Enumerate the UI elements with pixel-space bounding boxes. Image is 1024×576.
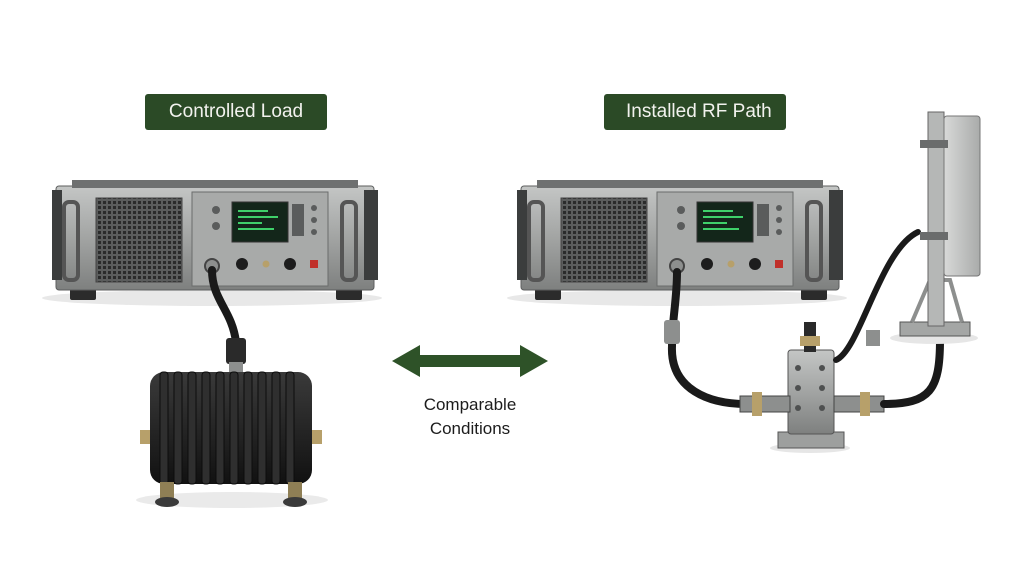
controlled-load-label: Controlled Load bbox=[145, 94, 327, 130]
double-arrow-icon bbox=[392, 345, 548, 377]
left-transmitter bbox=[42, 180, 382, 306]
right-coax-cable-to-antenna bbox=[880, 246, 944, 408]
panel-antenna bbox=[890, 111, 981, 344]
installed-rf-path-label: Installed RF Path bbox=[604, 94, 786, 130]
caption-line-1: Comparable bbox=[423, 395, 517, 414]
right-coax-cable-to-coupler bbox=[667, 268, 750, 408]
comparable-conditions-caption: Comparable Conditions bbox=[400, 393, 540, 441]
sampling-cable bbox=[833, 229, 921, 363]
right-transmitter bbox=[507, 180, 847, 306]
left-coax-cable bbox=[208, 266, 240, 346]
dummy-load-heatsink bbox=[136, 371, 328, 508]
directional-coupler bbox=[739, 322, 885, 453]
caption-line-2: Conditions bbox=[429, 419, 511, 438]
